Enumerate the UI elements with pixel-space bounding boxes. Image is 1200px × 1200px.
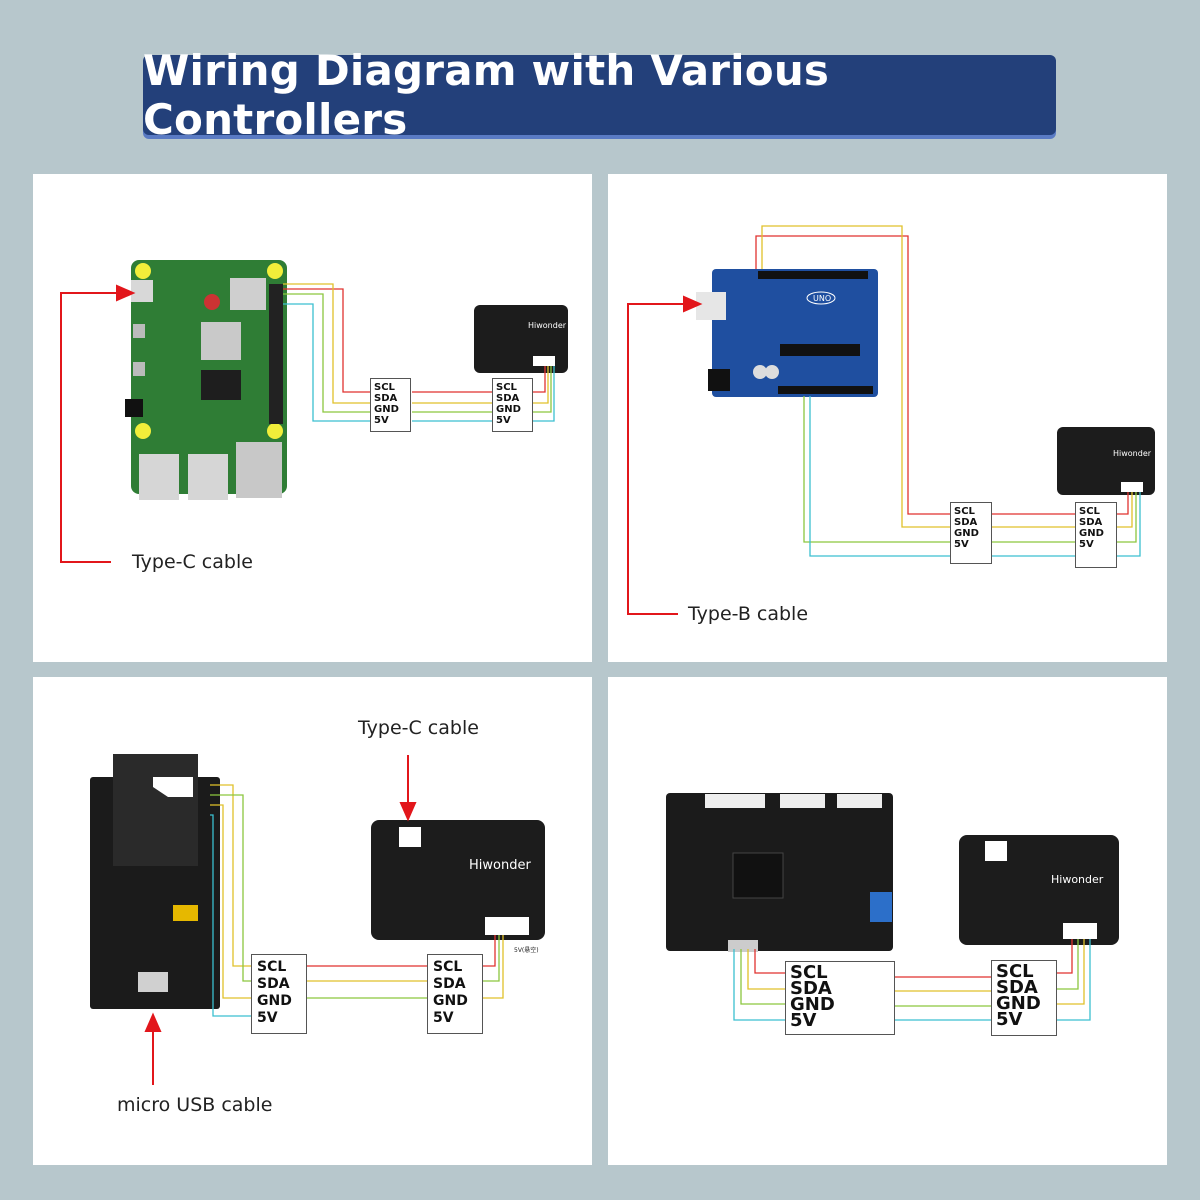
- wires-controller: [210, 784, 254, 1017]
- board-label: UNO: [813, 294, 832, 303]
- note-5v: 5V(悬空): [514, 947, 539, 954]
- cable-arrow: [627, 295, 703, 615]
- raspberry-pi-board: [125, 260, 287, 500]
- cable-arrows: [144, 755, 417, 1085]
- arduino-wiring-diagram: [627, 225, 1155, 615]
- module-brand: Hiwonder: [1113, 449, 1152, 458]
- wire-scl: [283, 288, 373, 393]
- wire-gnd: [283, 293, 373, 413]
- wire-sda: [283, 283, 373, 404]
- page-title: Wiring Diagram with Various Controllers: [143, 46, 830, 144]
- wires-module: [895, 939, 1091, 1021]
- wire-5v: [283, 303, 373, 422]
- wires-controller: [755, 225, 951, 557]
- module-brand: Hiwonder: [469, 858, 531, 873]
- module-brand: Hiwonder: [1051, 873, 1104, 886]
- hiwonder-module-4: [959, 835, 1119, 945]
- hiwonder-module-2: [1057, 427, 1155, 495]
- hiwonder-module-3: [371, 820, 545, 940]
- hiwonder-module-1: [474, 305, 568, 373]
- esp32-board: [90, 754, 220, 1009]
- wires-module: [991, 492, 1141, 557]
- raspberry-pi-wiring-diagram: [60, 260, 568, 563]
- controller-board: [666, 793, 893, 952]
- controller-board-wiring-diagram: [666, 793, 1119, 1021]
- esp32-wiring-diagram: [90, 754, 545, 1085]
- wires-controller: [733, 949, 786, 1021]
- title-banner: Wiring Diagram with Various Controllers: [143, 46, 1056, 144]
- cable-label: Type-B cable: [688, 603, 809, 625]
- cable-label: micro USB cable: [117, 1094, 273, 1116]
- module-cable-label: Type-C cable: [358, 717, 479, 739]
- wires-controller: [283, 283, 373, 422]
- wires-module: [412, 366, 555, 422]
- module-brand: Hiwonder: [528, 321, 567, 330]
- cable-label: Type-C cable: [132, 551, 253, 573]
- wires-module: [306, 935, 504, 999]
- arduino-board: [696, 269, 878, 397]
- cable-arrow: [60, 284, 136, 563]
